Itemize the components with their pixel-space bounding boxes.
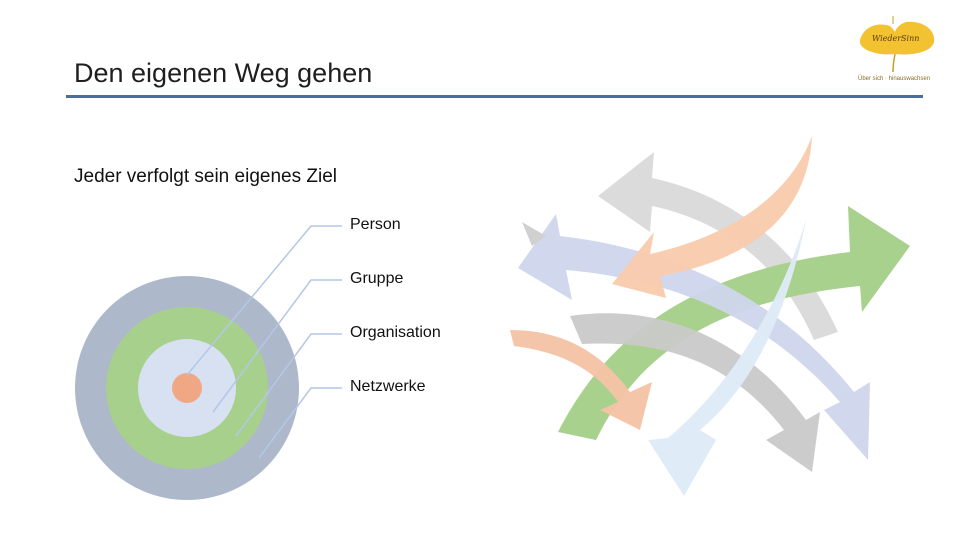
arrow-gray-tip — [522, 222, 546, 246]
slide-title: Den eigenen Weg gehen — [74, 58, 373, 88]
ring-label-person: Person — [350, 216, 401, 233]
arrow-cluster — [510, 136, 910, 496]
arrow-peach-small — [510, 330, 652, 430]
arrow-peach-top — [612, 136, 812, 298]
arrow-gray-top — [598, 152, 838, 340]
ring-person — [172, 373, 202, 403]
ring-label-netzwerke: Netzwerke — [350, 378, 426, 395]
ring-label-gruppe: Gruppe — [350, 270, 404, 287]
leader-line-organisation — [235, 333, 342, 437]
title-underline — [66, 95, 923, 98]
arrow-lightblue-tall — [648, 220, 806, 496]
leader-line-netzwerke — [258, 387, 342, 459]
ring-label-organisation: Organisation — [350, 324, 441, 341]
logo-wordmark: WiederSinn — [872, 34, 920, 43]
ginkgo-logo-icon — [859, 16, 935, 73]
logo-tagline: Über sich · hinauswachsen — [858, 76, 931, 82]
arrow-green-right — [558, 206, 910, 440]
arrow-blue-left — [518, 214, 870, 460]
leader-line-person — [186, 225, 342, 376]
leader-line-gruppe — [212, 279, 342, 413]
arrow-gray-bottom — [570, 313, 820, 472]
slide-subtitle: Jeder verfolgt sein eigenes Ziel — [74, 166, 337, 187]
